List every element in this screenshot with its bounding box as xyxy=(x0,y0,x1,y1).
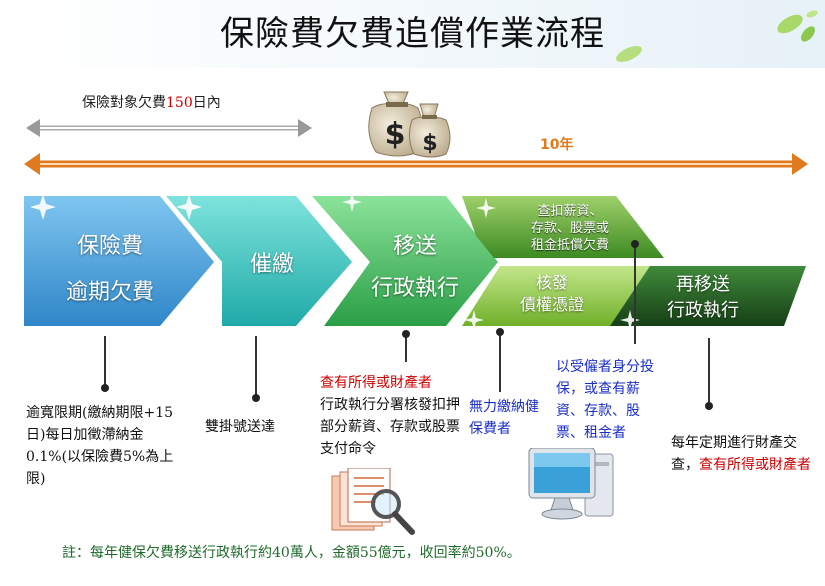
stage-seize-line1: 查扣薪資、 xyxy=(537,204,603,219)
connector-dot xyxy=(496,328,504,336)
stage-retransfer-label: 再移送 行政執行 xyxy=(648,272,758,324)
timeline-short-prefix: 保險對象欠費 xyxy=(82,95,166,111)
connector-line xyxy=(634,244,636,344)
connector-dot xyxy=(101,384,109,392)
stage-transfer-shape xyxy=(312,196,498,326)
connector-dot xyxy=(705,402,713,410)
stage-overdue-line1: 保險費 xyxy=(76,234,143,259)
desc-retransfer-red: 查有所得或財產者 xyxy=(699,457,811,473)
connector-line xyxy=(708,338,710,406)
footnote: 註：每年健保欠費移送行政執行約40萬人，金額55億元，收回率約50%。 xyxy=(62,545,521,561)
stage-retransfer-line2: 行政執行 xyxy=(667,300,739,321)
stage-certificate-line2: 債權憑證 xyxy=(519,295,584,314)
stage-transfer-line2: 行政執行 xyxy=(370,276,459,301)
timeline-long-label: 10年 xyxy=(540,137,574,153)
timeline-short-label: 保險對象欠費150日內 xyxy=(82,92,221,112)
desc-transfer-rest: 行政執行分署核發扣押部分薪資、存款或股票支付命令 xyxy=(320,397,460,457)
stage-certificate-label: 核發 債權憑證 xyxy=(482,272,622,316)
stage-seize-label: 查扣薪資、 存款、股票或 租金抵償欠費 xyxy=(490,203,650,254)
stage-transfer-line1: 移送 xyxy=(392,234,437,259)
connector-line xyxy=(255,336,257,398)
connector-dot xyxy=(252,394,260,402)
leaf-icon xyxy=(777,10,818,42)
money-bags-icon: $ $ xyxy=(368,91,451,158)
stage-certificate-line1: 核發 xyxy=(535,273,568,292)
documents-magnifier-icon xyxy=(331,468,415,535)
stage-seize-line2: 存款、股票或 xyxy=(530,221,609,236)
stage-retransfer-shape xyxy=(610,266,806,326)
connector-dot xyxy=(631,240,639,248)
stage-dunning-shape xyxy=(166,196,352,326)
desc-retransfer: 每年定期進行財產交查，查有所得或財產者 xyxy=(671,432,811,476)
computer-icon xyxy=(528,448,614,520)
stage-overdue-line2: 逾期欠費 xyxy=(65,280,154,305)
leaf-icon xyxy=(616,45,642,63)
connector-line xyxy=(405,332,407,362)
timeline-short-suffix: 日內 xyxy=(192,95,221,111)
desc-seize: 以受僱者身分投保，或查有薪資、存款、股票、租金者 xyxy=(556,359,654,441)
desc-transfer: 查有所得或財產者 行政執行分署核發扣押部分薪資、存款或股票支付命令 xyxy=(320,372,460,460)
stage-dunning-label: 催繳 xyxy=(249,252,294,277)
page-title: 保險費欠費追償作業流程 xyxy=(220,14,605,54)
desc-overdue: 逾寬限期(繳納期限+15日)每日加徵滯納金0.1%(以保險費5%為上限) xyxy=(26,405,174,487)
desc-transfer-red: 查有所得或財產者 xyxy=(320,375,432,391)
connector-line xyxy=(499,330,501,392)
stage-overdue-shape xyxy=(24,196,214,326)
desc-retransfer-black: 每年定期進行財產交查， xyxy=(671,435,797,473)
stage-certificate-shape xyxy=(462,266,662,326)
svg-text:$: $ xyxy=(385,117,406,152)
desc-certificate: 無力繳納健保費者 xyxy=(469,399,539,437)
stage-seize-shape xyxy=(462,196,664,258)
stage-retransfer-line1: 再移送 xyxy=(676,274,730,295)
timeline-short-number: 150 xyxy=(166,95,193,111)
connector-line xyxy=(104,336,106,388)
title-band xyxy=(0,0,825,68)
connector-dot xyxy=(402,330,410,338)
arrow-10-years xyxy=(24,153,808,175)
arrow-150-days xyxy=(26,119,312,137)
desc-dunning: 雙掛號送達 xyxy=(205,419,275,435)
svg-text:$: $ xyxy=(422,131,437,156)
stage-seize-line3: 租金抵償欠費 xyxy=(530,238,609,253)
